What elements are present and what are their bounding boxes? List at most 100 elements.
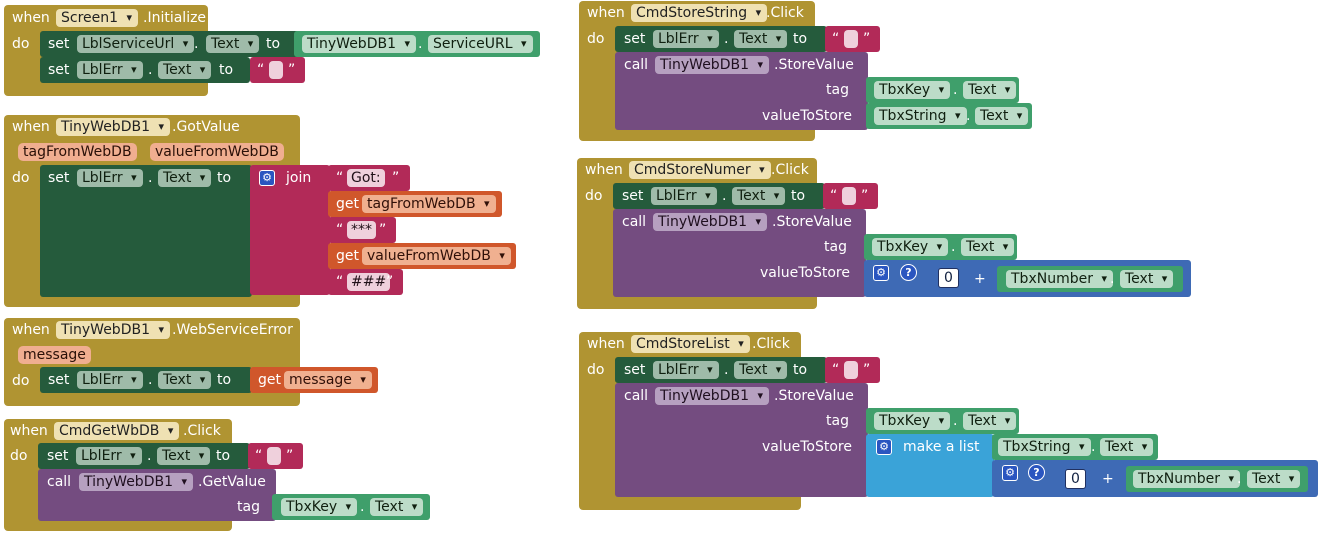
lblerr-dropdown[interactable]: LblErr — [77, 371, 143, 389]
cmdgetwbdb-dropdown[interactable]: CmdGetWbDB — [54, 422, 180, 440]
tinywebdb1-dropdown[interactable]: TinyWebDB1 — [655, 387, 769, 405]
gear-icon[interactable]: ⚙ — [873, 265, 889, 281]
get-label: get — [336, 196, 359, 212]
text-property-dropdown[interactable]: Text — [963, 412, 1017, 430]
tinywebdb1-dropdown[interactable]: TinyWebDB1 — [653, 213, 767, 231]
string-value[interactable] — [844, 361, 858, 379]
event-name: .WebServiceError — [172, 322, 293, 338]
tinywebdb1-dropdown[interactable]: TinyWebDB1 — [56, 321, 170, 339]
set-block-lblerr-text[interactable] — [40, 165, 252, 297]
dot-label: . — [148, 372, 153, 388]
text-property-dropdown[interactable]: Text — [206, 35, 260, 53]
text-property-dropdown[interactable]: Text — [158, 61, 212, 79]
lblerr-dropdown[interactable]: LblErr — [77, 61, 143, 79]
set-block-lblerr-text[interactable] — [615, 357, 827, 383]
tbxnumber-dropdown[interactable]: TbxNumber — [1006, 270, 1113, 288]
string-value-hashes[interactable]: ### — [347, 273, 391, 291]
serviceurl-property-dropdown[interactable]: ServiceURL — [428, 35, 533, 53]
plus-operator: + — [1102, 471, 1114, 487]
tagfromwebdb-dropdown[interactable]: tagFromWebDB — [362, 195, 496, 213]
gear-icon[interactable]: ⚙ — [1002, 465, 1018, 481]
lblerr-dropdown[interactable]: LblErr — [77, 169, 143, 187]
lblerr-dropdown[interactable]: LblErr — [653, 30, 719, 48]
call-label: call — [624, 57, 649, 73]
method-name: .StoreValue — [774, 57, 854, 73]
text-property-dropdown[interactable]: Text — [734, 361, 788, 379]
do-label: do — [12, 36, 30, 52]
valuetostore-socket-label: valueToStore — [762, 108, 852, 124]
param-message[interactable]: message — [18, 346, 91, 364]
to-label: to — [219, 62, 234, 78]
tbxkey-dropdown[interactable]: TbxKey — [872, 238, 949, 256]
call-label: call — [47, 474, 72, 490]
tag-socket-label: tag — [237, 499, 260, 515]
lblerr-dropdown[interactable]: LblErr — [76, 447, 142, 465]
cmdstorestring-dropdown[interactable]: CmdStoreString — [631, 4, 768, 22]
close-quote: ” — [863, 362, 871, 378]
when-label: when — [587, 336, 625, 352]
text-property-dropdown[interactable]: Text — [158, 371, 212, 389]
text-property-dropdown[interactable]: Text — [963, 81, 1017, 99]
text-property-dropdown[interactable]: Text — [1247, 470, 1301, 488]
param-valuefromwebdb[interactable]: valueFromWebDB — [150, 143, 284, 161]
lblserviceurl-dropdown[interactable]: LblServiceUrl — [77, 35, 195, 53]
text-property-dropdown[interactable]: Text — [732, 187, 786, 205]
tbxstring-dropdown[interactable]: TbxString — [874, 107, 967, 125]
lblerr-dropdown[interactable]: LblErr — [653, 361, 719, 379]
cmdstorelist-dropdown[interactable]: CmdStoreList — [631, 335, 750, 353]
text-property-dropdown[interactable]: Text — [1100, 438, 1154, 456]
text-property-dropdown[interactable]: Text — [370, 498, 424, 516]
dot-label: . — [724, 362, 729, 378]
number-zero[interactable]: 0 — [938, 268, 959, 288]
set-block-lblerr-text[interactable] — [40, 367, 252, 393]
to-label: to — [793, 31, 808, 47]
text-property-dropdown[interactable]: Text — [158, 169, 212, 187]
tinywebdb1-dropdown[interactable]: TinyWebDB1 — [655, 56, 769, 74]
gear-icon[interactable]: ⚙ — [259, 170, 275, 186]
help-icon[interactable]: ? — [1028, 464, 1045, 481]
valuetostore-socket-label: valueToStore — [762, 439, 852, 455]
event-name: .GotValue — [172, 119, 240, 135]
cmdstorenumer-dropdown[interactable]: CmdStoreNumer — [629, 161, 771, 179]
lblerr-dropdown[interactable]: LblErr — [651, 187, 717, 205]
set-block-lblerr-text[interactable] — [615, 26, 827, 52]
dot-label: . — [148, 62, 153, 78]
number-zero[interactable]: 0 — [1065, 469, 1086, 489]
string-value-stars[interactable]: *** — [347, 221, 376, 239]
gear-icon[interactable]: ⚙ — [876, 439, 892, 455]
text-property-dropdown[interactable]: Text — [975, 107, 1029, 125]
text-property-dropdown[interactable]: Text — [734, 30, 788, 48]
string-value[interactable] — [844, 30, 858, 48]
string-value[interactable] — [842, 187, 856, 205]
help-icon[interactable]: ? — [900, 264, 917, 281]
screen1-dropdown[interactable]: Screen1 — [56, 9, 139, 27]
text-property-dropdown[interactable]: Text — [961, 238, 1015, 256]
tinywebdb1-dropdown[interactable]: TinyWebDB1 — [56, 118, 170, 136]
set-block-lblerr-text[interactable] — [40, 57, 250, 83]
text-property-dropdown[interactable]: Text — [157, 447, 211, 465]
dot-label: . — [953, 413, 958, 429]
dot-label: . — [148, 170, 153, 186]
when-label: when — [12, 10, 50, 26]
close-quote: ” — [863, 31, 871, 47]
string-value[interactable] — [267, 447, 281, 465]
do-label: do — [12, 170, 30, 186]
tbxkey-dropdown[interactable]: TbxKey — [874, 81, 951, 99]
tinywebdb1-dropdown[interactable]: TinyWebDB1 — [302, 35, 416, 53]
set-block-lblerr-text[interactable] — [613, 183, 825, 209]
tbxstring-dropdown[interactable]: TbxString — [998, 438, 1091, 456]
set-block-lblerr-text[interactable] — [38, 443, 250, 469]
param-tagfromwebdb[interactable]: tagFromWebDB — [18, 143, 137, 161]
join-block[interactable] — [250, 165, 330, 295]
valuefromwebdb-dropdown[interactable]: valueFromWebDB — [362, 247, 511, 265]
tbxkey-dropdown[interactable]: TbxKey — [281, 498, 358, 516]
tbxkey-dropdown[interactable]: TbxKey — [874, 412, 951, 430]
dot-label: . — [147, 448, 152, 464]
text-property-dropdown[interactable]: Text — [1120, 270, 1174, 288]
string-value[interactable] — [269, 61, 283, 79]
tinywebdb1-dropdown[interactable]: TinyWebDB1 — [79, 473, 193, 491]
string-value-got[interactable]: Got: — [347, 169, 385, 187]
do-label: do — [587, 31, 605, 47]
tbxnumber-dropdown[interactable]: TbxNumber — [1133, 470, 1240, 488]
message-dropdown[interactable]: message — [284, 371, 372, 389]
